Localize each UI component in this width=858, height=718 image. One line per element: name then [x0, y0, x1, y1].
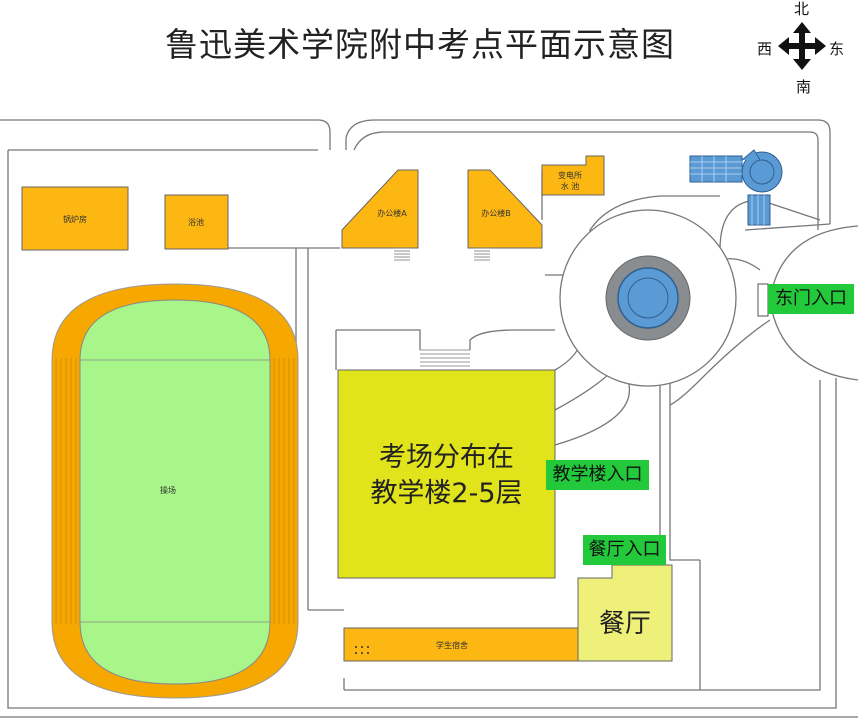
- greenhouse-structure: [689, 149, 783, 226]
- substation-label-line1: 变电所: [558, 170, 582, 180]
- boiler-room: [21, 186, 129, 251]
- office-building-a-label: 办公楼A: [377, 208, 407, 218]
- bathhouse-label: 浴池: [188, 217, 204, 227]
- office-building-b: [467, 169, 543, 249]
- compass-east-label: 东: [829, 40, 845, 58]
- office-b-stairs: [474, 247, 490, 261]
- teaching-building-label-line1: 考场分布在: [379, 442, 514, 473]
- canteen: [577, 564, 673, 662]
- playground-label: 操场: [160, 485, 176, 495]
- boiler-room-label: 锅炉房: [63, 214, 87, 224]
- teaching-building-entrance-label: 教学楼入口: [546, 460, 649, 490]
- substation: [541, 155, 605, 196]
- bathhouse: [164, 194, 229, 250]
- canteen-entrance-label: 餐厅入口: [583, 535, 666, 565]
- compass-north-label: 北: [794, 0, 810, 18]
- teaching-building-label-line2: 教学楼2-5层: [370, 478, 523, 509]
- canteen-label: 餐厅: [598, 609, 651, 639]
- teaching-building-stairs: [420, 349, 470, 367]
- playground: [51, 283, 299, 699]
- campus-boundary: [0, 119, 858, 718]
- map-title: 鲁迅美术学院附中考点平面示意图: [165, 25, 675, 64]
- compass-west-label: 西: [757, 40, 773, 58]
- teaching-building-label: 考场分布在 教学楼2-5层: [338, 440, 555, 512]
- substation-label-line2: 水 池: [561, 181, 580, 191]
- central-plaza: [559, 209, 737, 387]
- compass-arrows-icon: [778, 22, 826, 70]
- dormitory-label: 学生宿舍: [436, 640, 468, 650]
- teaching-building: [337, 369, 556, 579]
- office-building-b-label: 办公楼B: [481, 208, 511, 218]
- office-a-stairs: [394, 247, 410, 261]
- dormitory-dots: [355, 646, 369, 654]
- east-gate-entrance-label: 东门入口: [768, 284, 854, 314]
- east-gate-post: [757, 283, 769, 317]
- office-building-a: [341, 169, 419, 249]
- compass-south-label: 南: [796, 78, 812, 96]
